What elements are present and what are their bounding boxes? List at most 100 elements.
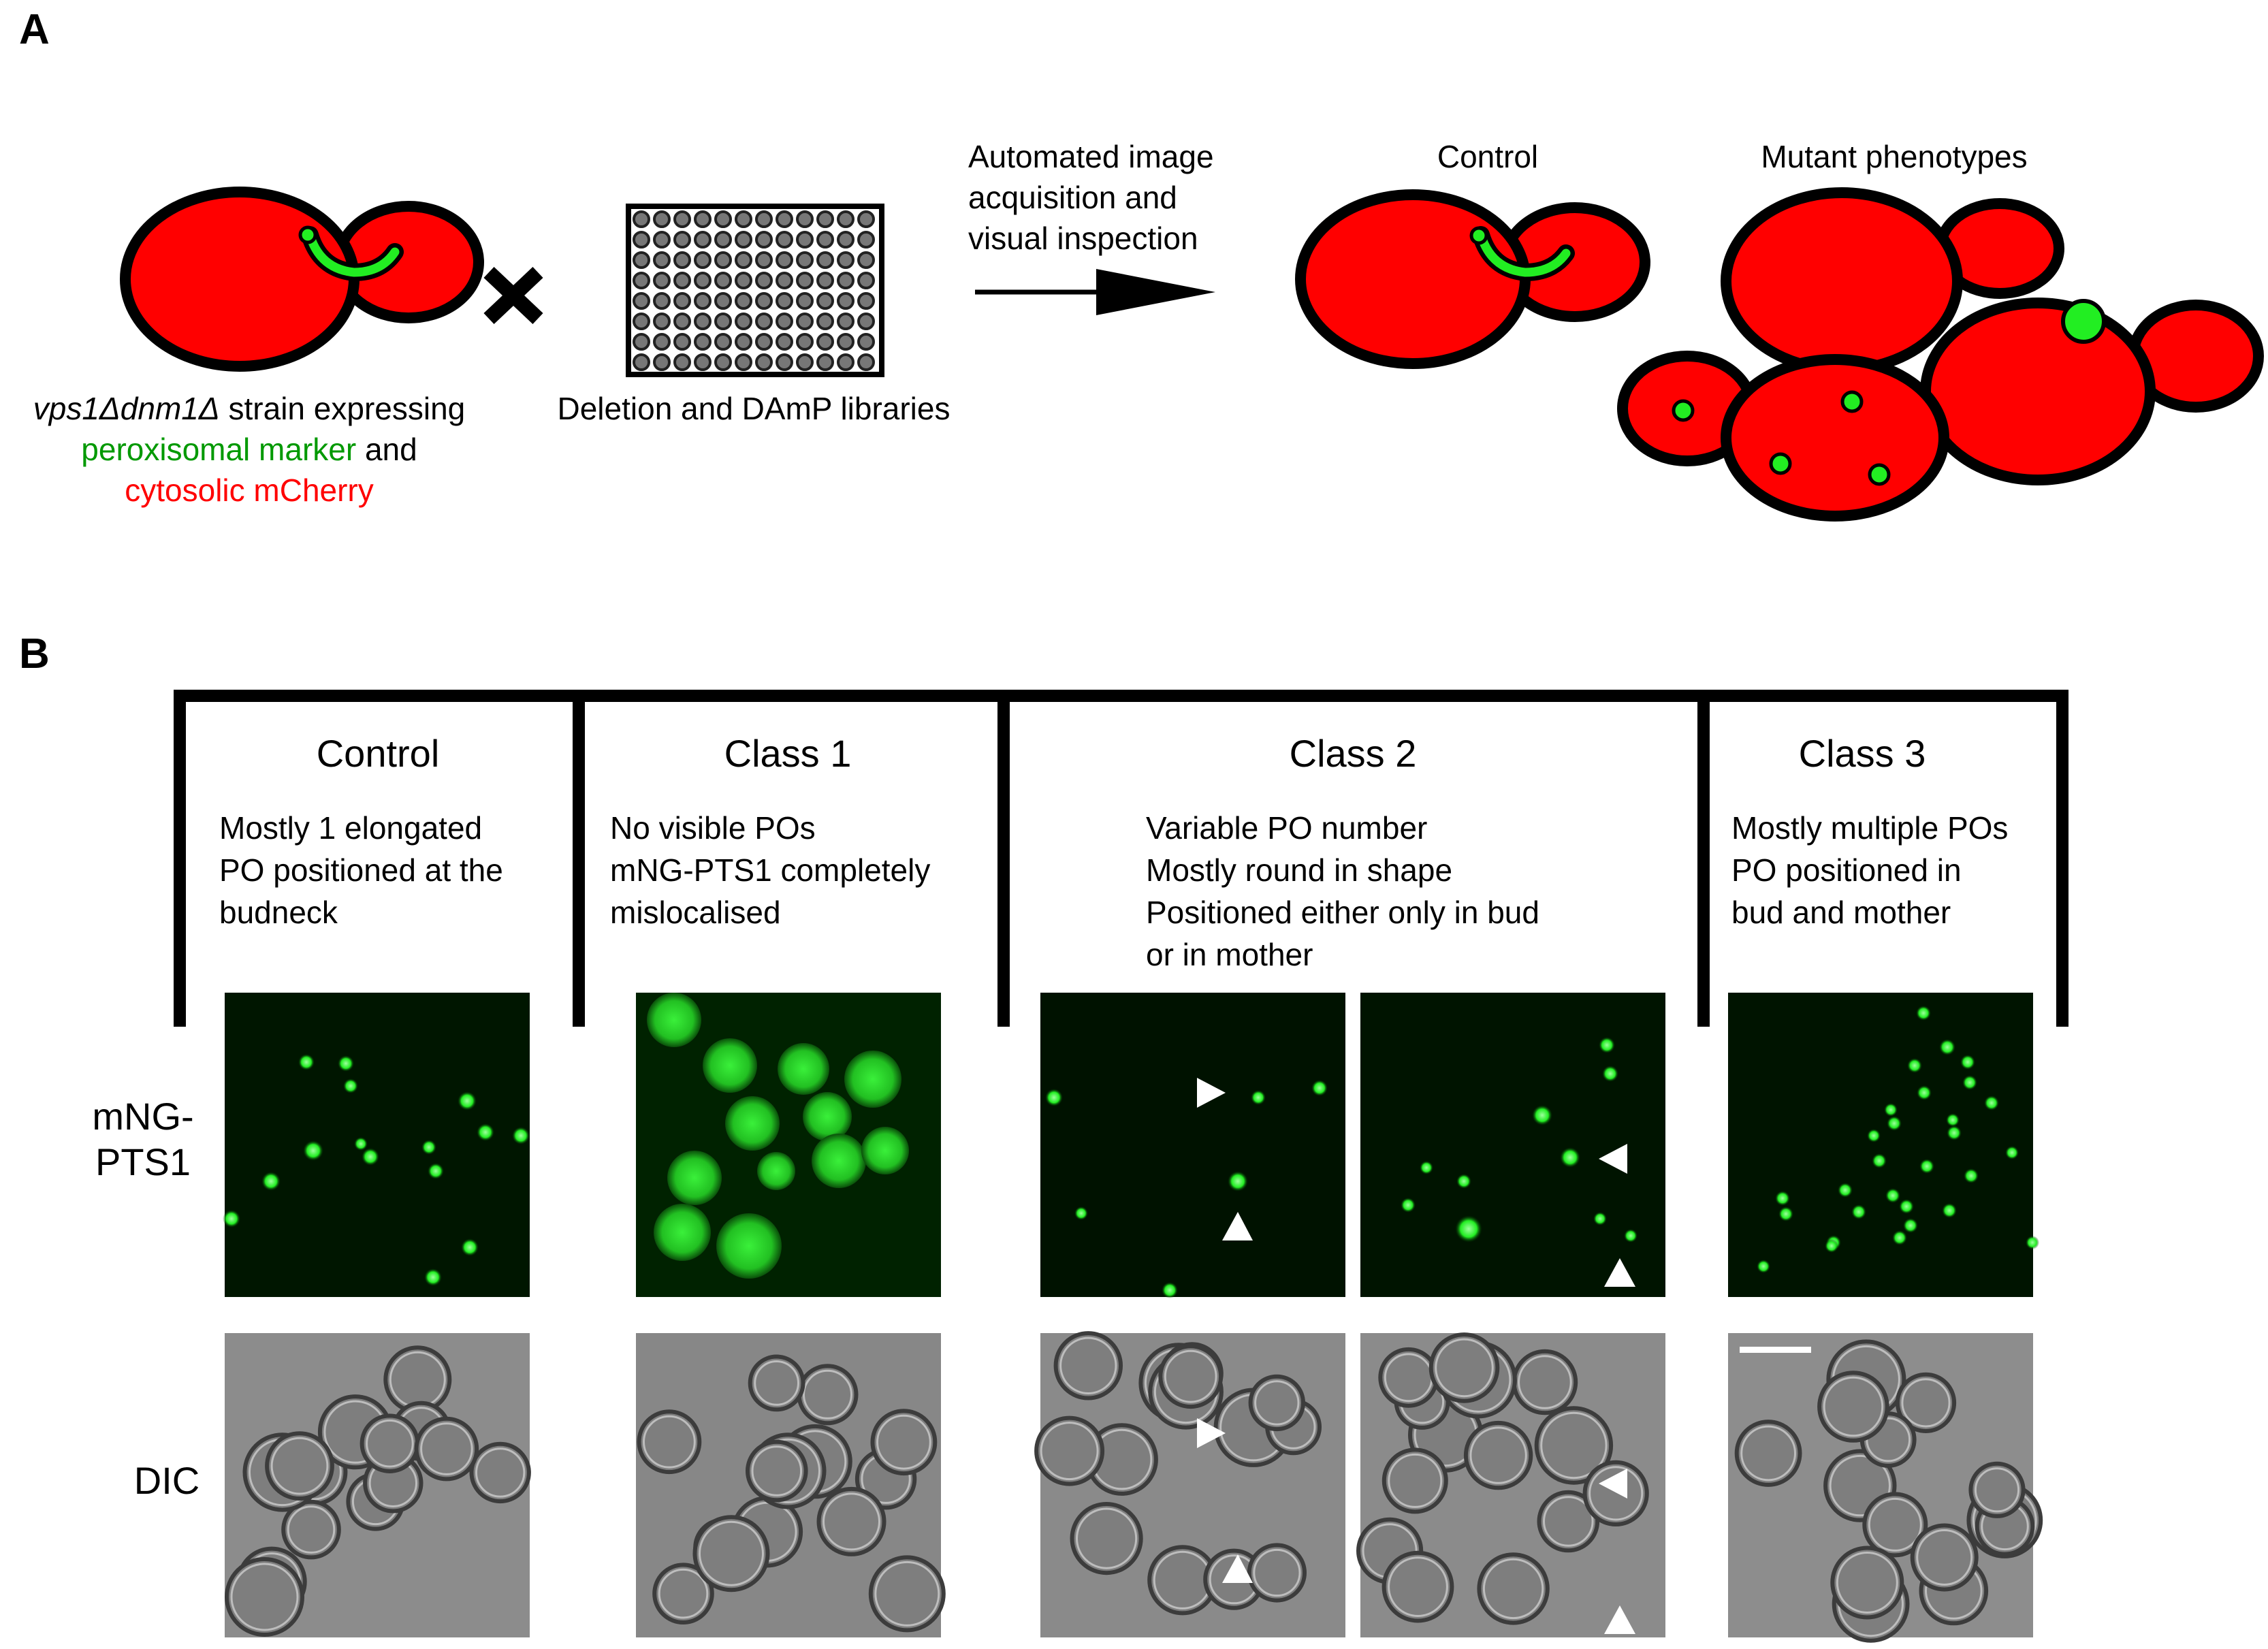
plate-well bbox=[837, 251, 855, 269]
dic-cell-halo bbox=[475, 1447, 526, 1498]
dic-cell-halo bbox=[1388, 1556, 1448, 1618]
plate-well bbox=[673, 231, 691, 249]
control-desc-line3: budneck bbox=[219, 895, 338, 930]
plate-well bbox=[673, 313, 691, 330]
plate-well bbox=[735, 353, 752, 371]
dic-cell bbox=[1830, 1546, 1904, 1620]
micrograph-class2a-dic bbox=[1034, 1331, 1345, 1637]
dic-cell-halo bbox=[1543, 1496, 1594, 1547]
class-title-control: Control bbox=[316, 732, 440, 775]
plate-well bbox=[755, 292, 773, 310]
plate-well bbox=[673, 251, 691, 269]
arrowhead-up-1 bbox=[1222, 1212, 1253, 1240]
dic-cell-halo bbox=[270, 1437, 329, 1495]
dic-cell-halo bbox=[1469, 1426, 1527, 1484]
plate-well bbox=[755, 272, 773, 289]
dic-cell bbox=[1968, 1461, 2026, 1518]
dic-cell bbox=[1817, 1371, 1889, 1443]
well-plate-icon bbox=[626, 204, 884, 377]
plate-well bbox=[755, 333, 773, 351]
micrograph-class2a-fluorescence bbox=[1040, 993, 1345, 1298]
plate-well bbox=[714, 231, 732, 249]
dic-cell bbox=[1534, 1406, 1614, 1485]
micrograph-class1-fluorescence bbox=[636, 993, 941, 1297]
dic-cell-halo bbox=[1040, 1422, 1099, 1481]
class3-desc-line1: Mostly multiple POs bbox=[1731, 810, 2009, 846]
dic-cell bbox=[1158, 1344, 1224, 1409]
dic-cell-halo bbox=[754, 1360, 799, 1406]
plate-well bbox=[796, 272, 814, 289]
plate-well bbox=[755, 353, 773, 371]
dic-cell-halo bbox=[366, 1419, 414, 1468]
dic-cell-halo bbox=[1836, 1552, 1898, 1614]
dic-cell bbox=[1053, 1331, 1123, 1400]
plate-well bbox=[653, 292, 671, 310]
dic-cell-halo bbox=[1974, 1467, 2020, 1513]
dic-cell bbox=[225, 1557, 304, 1637]
plate-well bbox=[653, 333, 671, 351]
plate-well bbox=[837, 333, 855, 351]
dic-cell-halo bbox=[287, 1505, 336, 1554]
plate-well bbox=[735, 251, 752, 269]
plate-well bbox=[714, 251, 732, 269]
dic-cell-halo bbox=[1059, 1336, 1117, 1395]
plate-well bbox=[755, 210, 773, 228]
plate-well bbox=[857, 272, 875, 289]
plate-well bbox=[653, 251, 671, 269]
dic-cell-halo bbox=[1868, 1497, 1922, 1552]
dic-cell bbox=[652, 1563, 714, 1624]
class-title-class2: Class 2 bbox=[1289, 732, 1417, 775]
plate-well bbox=[776, 272, 793, 289]
arrowhead-up-2 bbox=[1604, 1258, 1635, 1287]
plate-well bbox=[816, 272, 834, 289]
and-text: and bbox=[356, 432, 417, 467]
plate-well bbox=[714, 313, 732, 330]
dic-cell-halo bbox=[1901, 1378, 1951, 1428]
row-label-mng-line1: mNG- bbox=[92, 1095, 194, 1138]
dic-cell-halo bbox=[1829, 1454, 1891, 1517]
dic-cell bbox=[265, 1431, 334, 1501]
dic-cell-halo bbox=[643, 1415, 696, 1469]
plate-well bbox=[694, 353, 712, 371]
plate-well bbox=[776, 292, 793, 310]
mutant-phenotypes-label: Mutant phenotypes bbox=[1761, 139, 2028, 174]
plate-well bbox=[857, 353, 875, 371]
dic-cell-halo bbox=[1916, 1529, 1973, 1586]
plate-well bbox=[673, 353, 691, 371]
micrograph-class2b-fluorescence bbox=[1360, 993, 1665, 1297]
dic-cell bbox=[360, 1413, 420, 1473]
dic-cell bbox=[748, 1354, 805, 1412]
dic-cell bbox=[1862, 1492, 1928, 1558]
dic-cell bbox=[1537, 1490, 1600, 1553]
dic-cell-halo bbox=[1254, 1380, 1300, 1426]
dic-cell bbox=[1477, 1552, 1550, 1625]
arrowhead-left-2 bbox=[1599, 1469, 1627, 1499]
plate-well bbox=[633, 251, 650, 269]
plate-well bbox=[837, 292, 855, 310]
plate-well bbox=[735, 313, 752, 330]
dic-cell-halo bbox=[1076, 1507, 1138, 1569]
dic-cell bbox=[1381, 1550, 1454, 1623]
dic-cell bbox=[746, 1439, 808, 1503]
cytosolic-mcherry-text: cytosolic mCherry bbox=[125, 473, 374, 508]
plate-well bbox=[735, 231, 752, 249]
plate-well bbox=[796, 292, 814, 310]
plate-well bbox=[714, 272, 732, 289]
dic-cell bbox=[1463, 1420, 1533, 1490]
row-label-mng-line2: PTS1 bbox=[95, 1140, 191, 1183]
plate-well bbox=[837, 272, 855, 289]
micrograph-control-dic bbox=[225, 1333, 531, 1637]
plate-well bbox=[755, 313, 773, 330]
plate-well bbox=[776, 251, 793, 269]
micrograph-class3-dic bbox=[1728, 1333, 2043, 1643]
plate-well bbox=[673, 210, 691, 228]
plate-well bbox=[776, 231, 793, 249]
plate-well bbox=[694, 231, 712, 249]
arrowhead-up-4 bbox=[1604, 1605, 1635, 1634]
scale-bar bbox=[1740, 1347, 1811, 1353]
plate-well bbox=[837, 353, 855, 371]
plate-well bbox=[796, 231, 814, 249]
dic-cell-halo bbox=[1740, 1425, 1797, 1482]
strain-label-line1: vps1Δdnm1Δ strain expressing bbox=[33, 388, 465, 429]
